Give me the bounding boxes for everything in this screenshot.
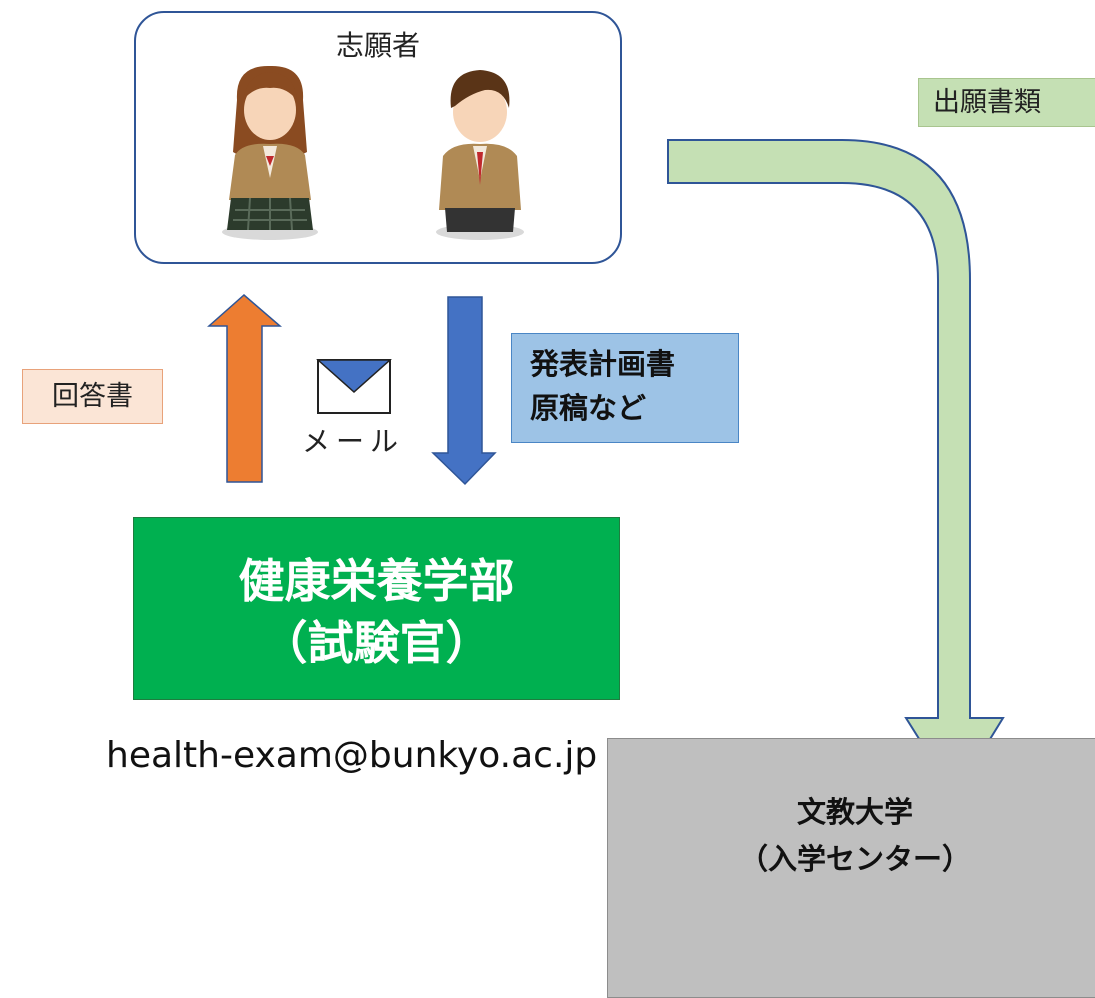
up-arrow xyxy=(207,294,283,483)
down-arrow xyxy=(431,296,497,486)
application-flow-arrow xyxy=(667,139,1005,798)
male-student-figure xyxy=(436,70,524,240)
mail-caption: メール xyxy=(301,425,404,458)
contact-email: health-exam@bunkyo.ac.jp xyxy=(106,735,598,776)
presentation-plan-line1: 発表計画書 xyxy=(530,347,676,381)
presentation-plan-line2: 原稿など xyxy=(530,391,647,425)
presentation-plan-label: 発表計画書 原稿など xyxy=(511,333,739,443)
faculty-box: 健康栄養学部 （試験官） xyxy=(133,517,620,700)
answer-sheet-label: 回答書 xyxy=(22,369,163,424)
university-center: （入学センター） xyxy=(738,842,971,876)
envelope-icon xyxy=(316,359,392,414)
applicant-title: 志願者 xyxy=(335,29,420,62)
faculty-role: （試験官） xyxy=(261,616,492,670)
application-docs-label: 出願書類 xyxy=(918,78,1095,127)
university-box: 文教大学 （入学センター） xyxy=(607,738,1095,998)
female-student-figure xyxy=(222,65,318,240)
faculty-name: 健康栄養学部 xyxy=(238,554,515,608)
university-name: 文教大学 xyxy=(796,795,913,829)
applicant-box xyxy=(134,11,622,264)
